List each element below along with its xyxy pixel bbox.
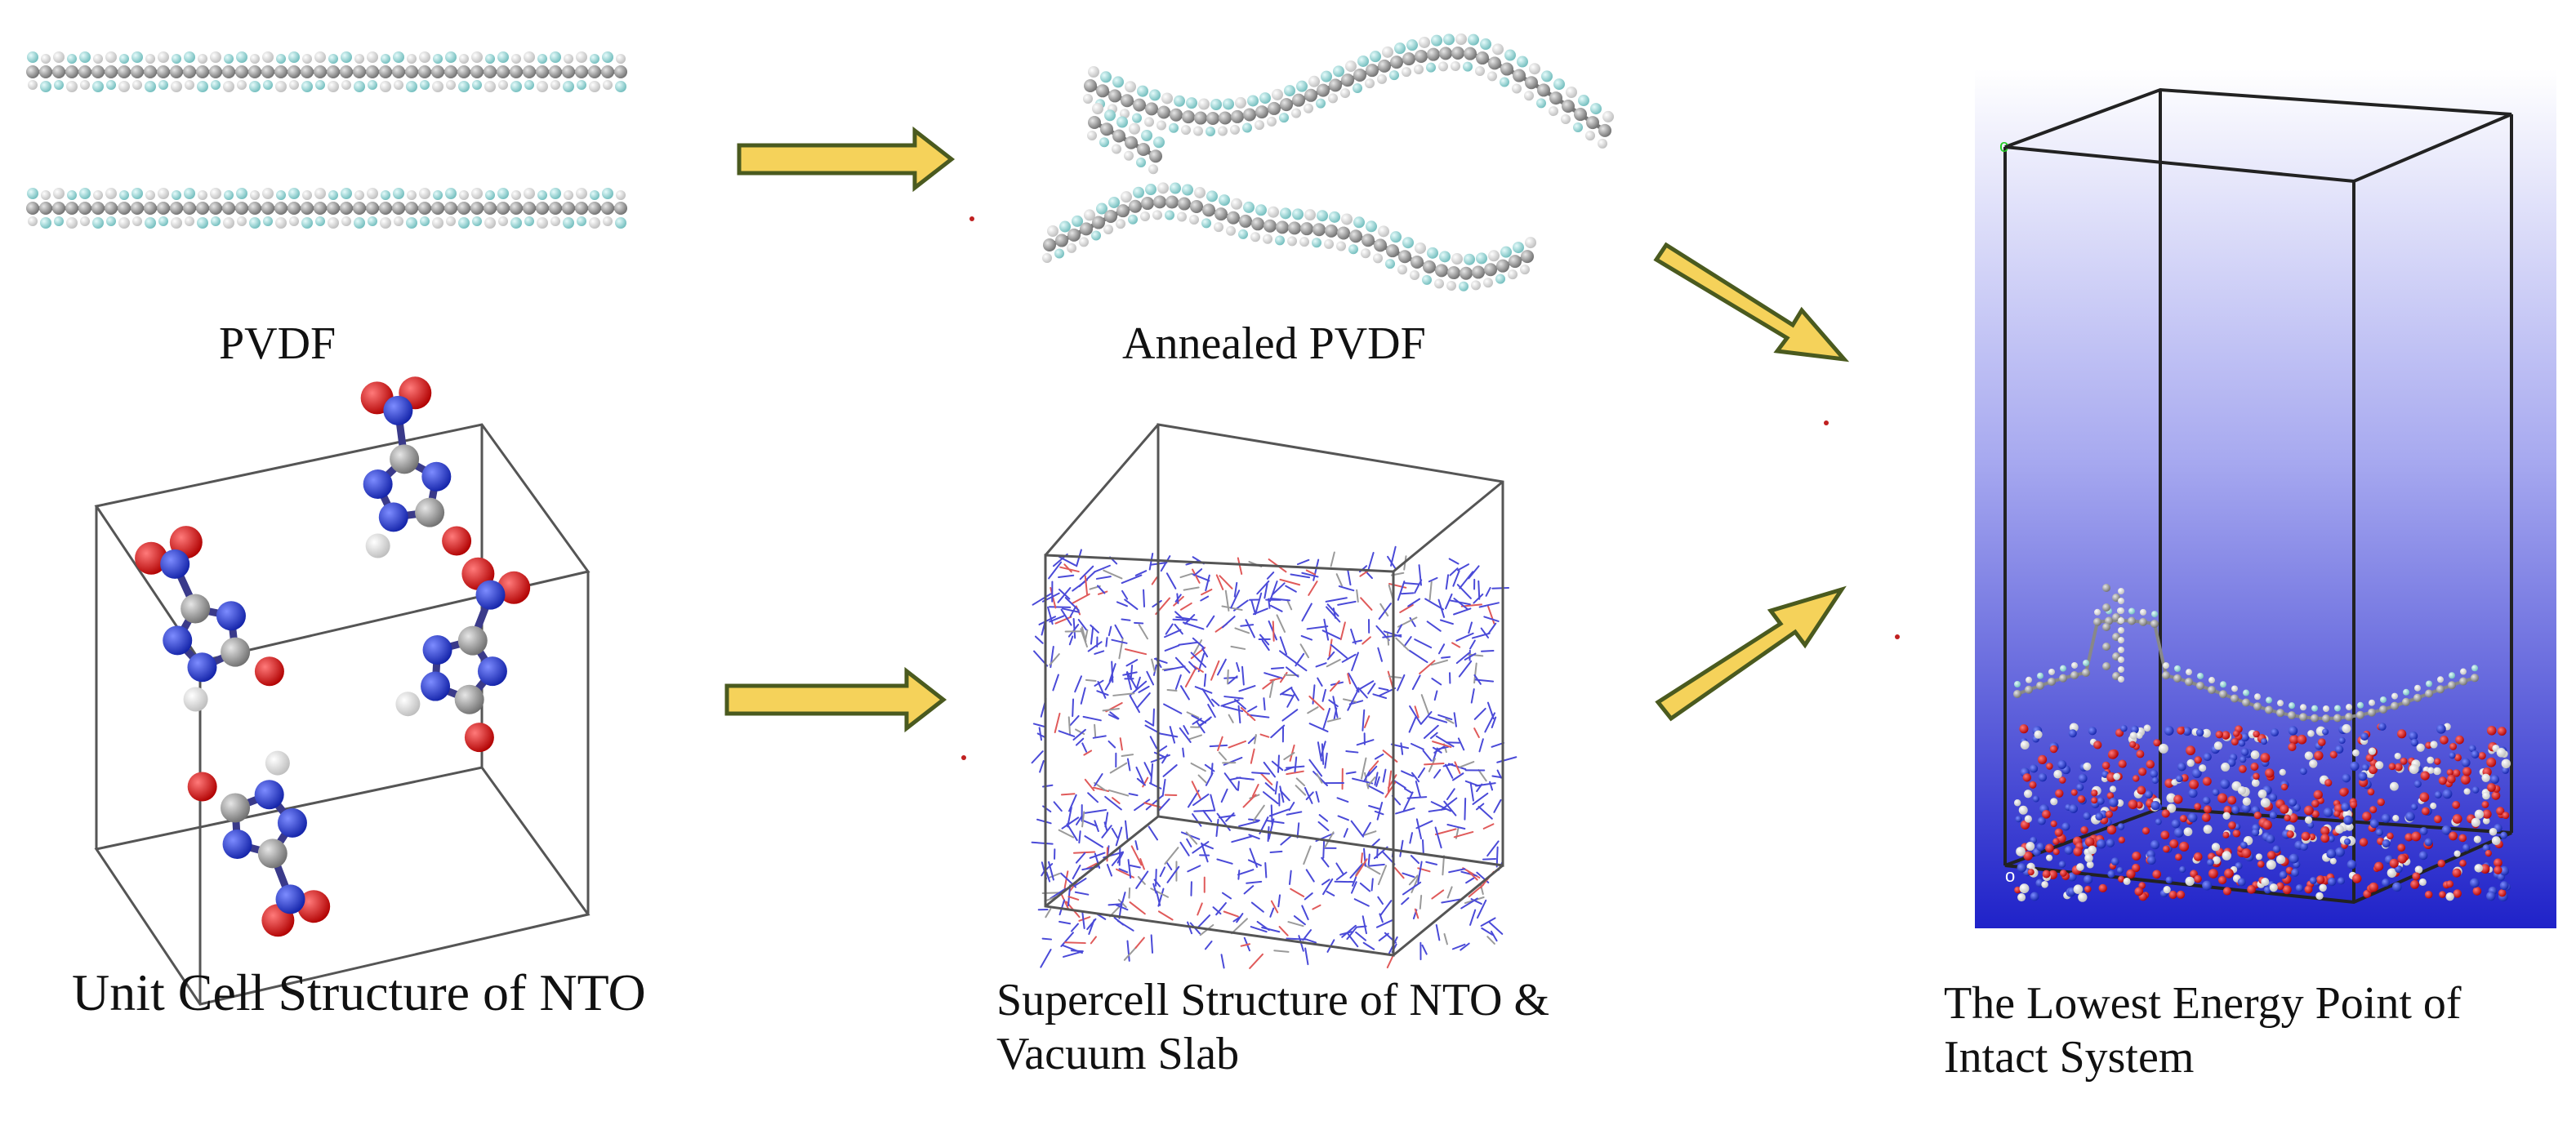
- arrow-nto-to-supercell: [724, 666, 947, 733]
- process-arrows: [724, 126, 1850, 733]
- lowest-energy-system-illustration: c o: [1975, 69, 2556, 928]
- axis-origin-mark: o: [2005, 865, 2015, 886]
- arrow-annealed-to-system: [1653, 242, 1850, 363]
- arrow-pvdf-to-annealed: [737, 126, 956, 193]
- label-supercell-nto: Supercell Structure of NTO & Vacuum Slab: [996, 975, 1550, 1080]
- annealed-pvdf-illustration: [1042, 33, 1614, 291]
- label-unit-cell-nto: Unit Cell Structure of NTO: [72, 963, 646, 1021]
- label-lowest-energy: The Lowest Energy Point of Intact System: [1944, 978, 2462, 1083]
- label-pvdf: PVDF: [219, 318, 336, 369]
- nto-unit-cell-illustration: [94, 376, 591, 1006]
- label-annealed-pvdf: Annealed PVDF: [1122, 318, 1426, 369]
- pvdf-chain-illustration: [26, 51, 627, 229]
- supercell-vacuum-slab-illustration: [1031, 423, 1518, 969]
- arrow-supercell-to-system: [1655, 585, 1847, 722]
- axis-c-mark: c: [1999, 136, 2008, 156]
- stray-marks: [961, 216, 1900, 760]
